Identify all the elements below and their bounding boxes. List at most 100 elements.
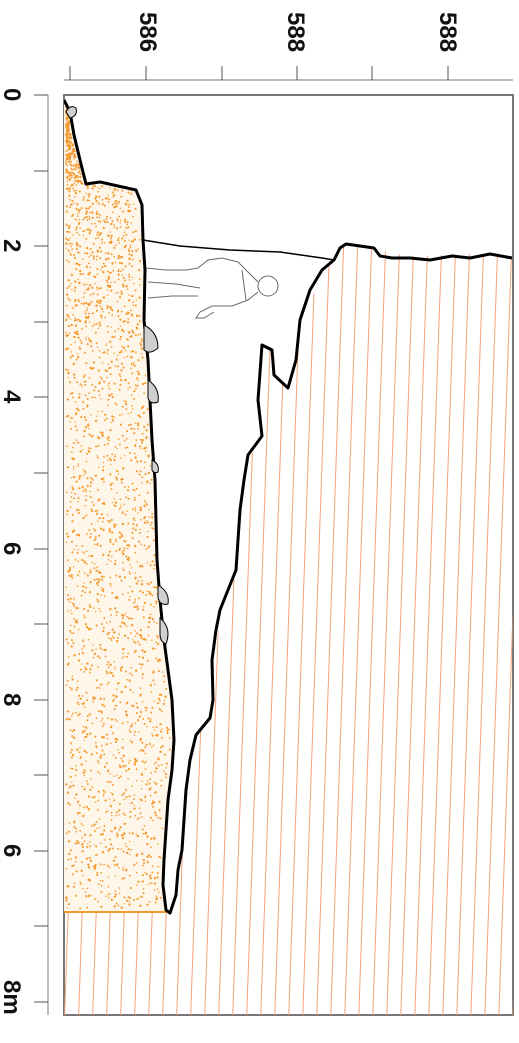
sediment-dot xyxy=(90,254,92,257)
sediment-dot xyxy=(168,748,171,751)
sediment-dot xyxy=(150,711,153,714)
sediment-dot xyxy=(99,299,103,302)
sediment-dot xyxy=(95,258,98,261)
sediment-dot xyxy=(70,141,72,143)
sediment-dot xyxy=(117,189,119,192)
sediment-dot xyxy=(145,548,148,551)
sediment-dot xyxy=(126,489,130,492)
sediment-dot xyxy=(156,734,159,737)
sediment-dot xyxy=(82,198,85,201)
sediment-dot xyxy=(65,304,68,307)
sediment-dot xyxy=(85,301,88,305)
sediment-dot xyxy=(93,823,96,826)
sediment-dot xyxy=(98,883,100,886)
sediment-dot xyxy=(111,211,114,214)
sediment-dot xyxy=(77,278,79,280)
sediment-dot xyxy=(165,767,167,769)
sediment-dot xyxy=(105,733,108,736)
sediment-dot xyxy=(151,802,154,805)
sediment-dot xyxy=(133,452,136,455)
sediment-dot xyxy=(107,849,110,852)
sediment-dot xyxy=(69,147,71,150)
sediment-dot xyxy=(116,365,119,368)
sediment-dot xyxy=(66,559,69,561)
sediment-dot xyxy=(160,709,163,712)
sediment-dot xyxy=(107,666,110,669)
sediment-dot xyxy=(122,738,124,740)
sediment-dot xyxy=(105,670,108,673)
sediment-dot xyxy=(69,237,71,239)
sediment-dot xyxy=(81,258,84,261)
sediment-dot xyxy=(120,906,123,909)
sediment-dot xyxy=(95,752,98,755)
sediment-dot xyxy=(77,500,79,503)
sediment-dot xyxy=(91,722,94,725)
sediment-dot xyxy=(93,567,96,570)
sediment-dot xyxy=(137,427,139,430)
sediment-dot xyxy=(122,552,125,556)
sediment-dot xyxy=(116,596,119,600)
sediment-dot xyxy=(75,244,78,247)
sediment-dot xyxy=(107,270,109,273)
sediment-dot xyxy=(81,273,84,276)
sediment-dot xyxy=(128,832,131,834)
sediment-dot xyxy=(82,703,85,706)
sediment-dot xyxy=(103,204,106,207)
sediment-dot xyxy=(106,325,109,328)
sediment-dot xyxy=(94,735,97,738)
sediment-dot xyxy=(93,652,97,656)
sediment-dot xyxy=(96,455,98,457)
sediment-dot xyxy=(86,783,89,785)
sediment-dot xyxy=(111,191,115,194)
sediment-dot xyxy=(77,508,80,512)
sediment-dot xyxy=(134,635,137,637)
sediment-dot xyxy=(97,212,99,215)
sediment-dot xyxy=(99,772,101,775)
sediment-dot xyxy=(118,764,121,767)
sediment-dot xyxy=(120,195,123,198)
sediment-dot xyxy=(138,473,140,475)
sediment-dot xyxy=(101,266,104,269)
sediment-dot xyxy=(69,420,72,423)
sediment-dot xyxy=(107,398,110,401)
sediment-dot xyxy=(160,779,163,782)
sediment-dot xyxy=(71,243,73,245)
sediment-dot xyxy=(120,621,123,624)
sediment-dot xyxy=(92,504,95,507)
sediment-dot xyxy=(138,314,141,317)
sediment-dot xyxy=(83,769,86,772)
sediment-dot xyxy=(131,590,134,593)
sediment-dot xyxy=(118,682,120,684)
sediment-dot xyxy=(65,532,68,535)
sediment-dot xyxy=(125,407,128,410)
sediment-dot xyxy=(126,321,130,324)
sediment-dot xyxy=(142,858,145,862)
sediment-dot xyxy=(127,497,130,500)
sediment-dot xyxy=(108,550,111,553)
sediment-dot xyxy=(149,794,152,797)
sediment-dot xyxy=(91,383,94,386)
sediment-dot xyxy=(100,683,103,686)
sediment-dot xyxy=(96,509,99,512)
sediment-dot xyxy=(120,292,123,295)
sediment-dot xyxy=(135,712,138,714)
sediment-dot xyxy=(115,476,118,479)
sediment-dot xyxy=(132,488,135,491)
sediment-dot xyxy=(99,863,102,866)
sediment-dot xyxy=(138,816,141,819)
sediment-fill-region xyxy=(64,100,174,912)
sediment-dot xyxy=(131,372,134,375)
sediment-dot xyxy=(66,535,70,538)
sediment-dot xyxy=(84,380,87,383)
sediment-dot xyxy=(71,675,74,678)
sediment-dot xyxy=(74,842,77,845)
sediment-dot xyxy=(93,844,96,846)
sediment-dot xyxy=(82,196,86,199)
sediment-dot xyxy=(101,378,104,381)
sediment-dot xyxy=(95,211,98,213)
sediment-dot xyxy=(145,760,147,763)
sediment-dot xyxy=(110,585,112,587)
sediment-dot xyxy=(107,769,110,772)
sediment-dot xyxy=(82,230,85,233)
sediment-dot xyxy=(100,710,103,713)
